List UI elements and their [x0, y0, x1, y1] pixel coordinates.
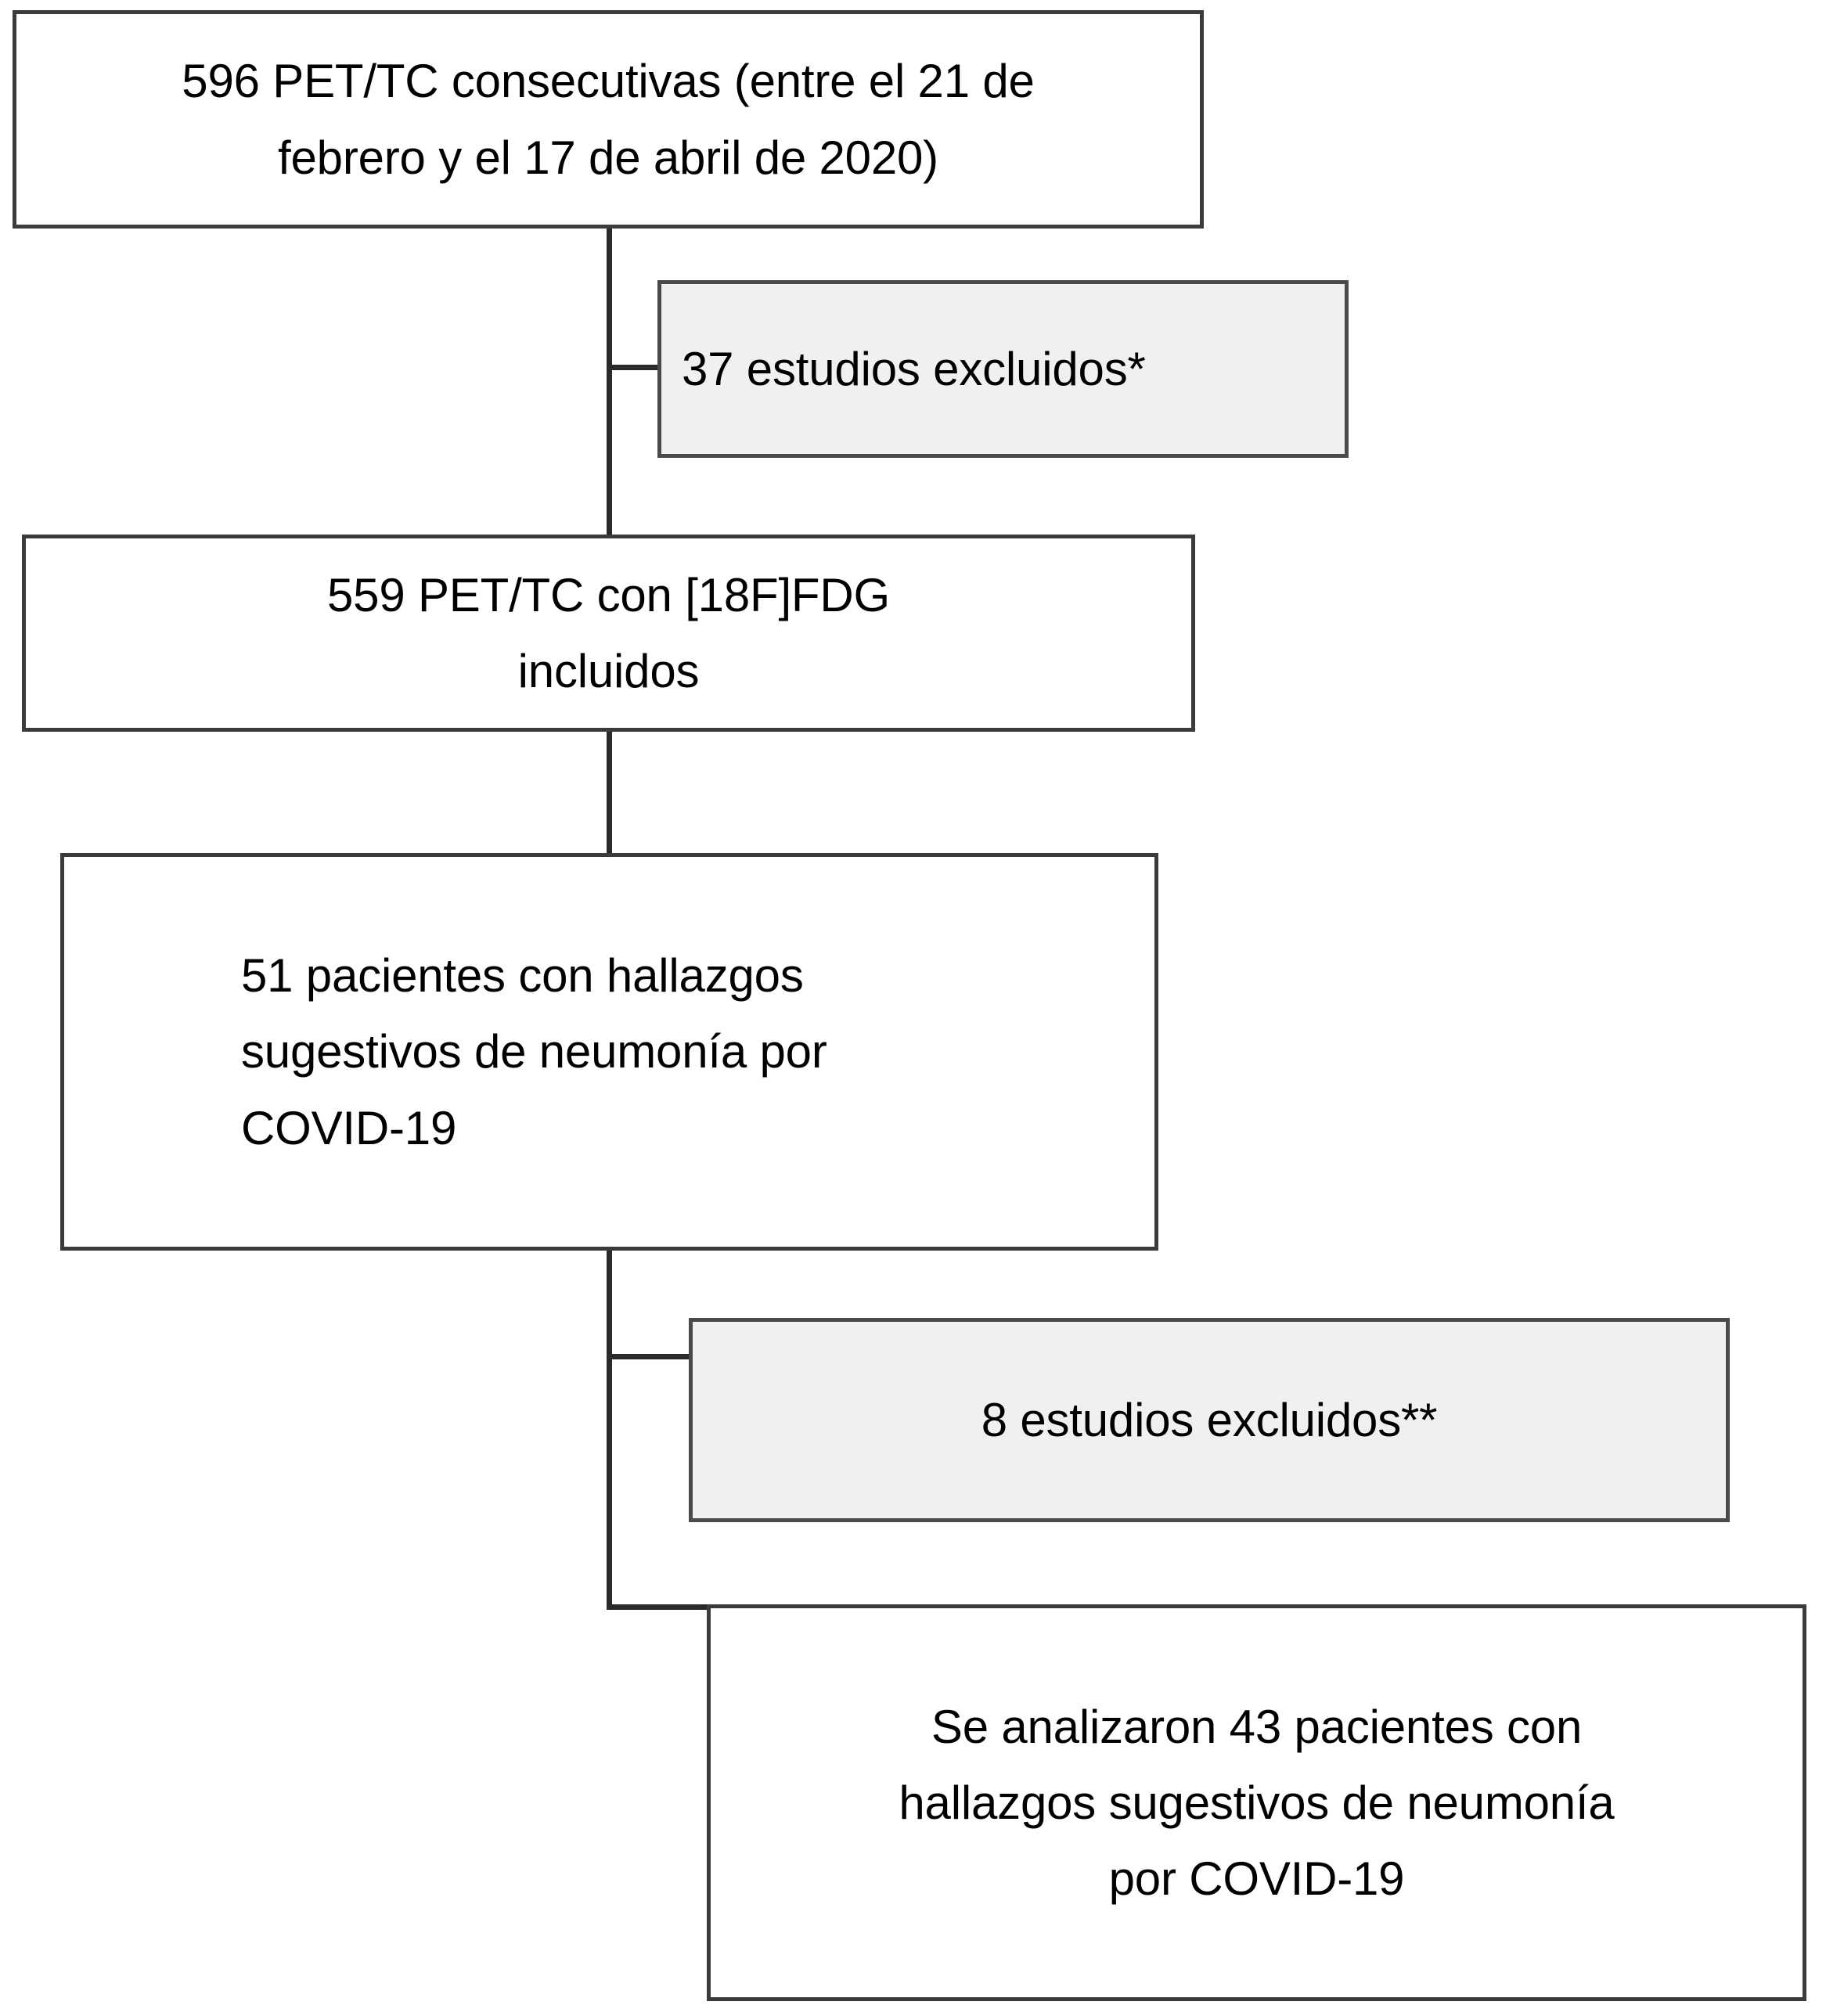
node-analyzed-patients: Se analizaron 43 pacientes con hallazgos… — [707, 1604, 1806, 2001]
connector-total-to-included — [607, 229, 612, 540]
node-total-scans-label: 596 PET/TC consecutivas (entre el 21 de … — [182, 55, 1035, 184]
node-total-scans: 596 PET/TC consecutivas (entre el 21 de … — [13, 10, 1204, 229]
connector-branch-excluded-1 — [607, 365, 661, 370]
connector-included-to-findings — [607, 728, 612, 857]
node-excluded-1: 37 estudios excluidos* — [657, 280, 1349, 458]
node-suggestive-findings: 51 pacientes con hallazgos sugestivos de… — [60, 853, 1158, 1251]
node-excluded-2: 8 estudios excluidos** — [689, 1318, 1730, 1522]
node-included-scans: 559 PET/TC con [18F]FDG incluidos — [22, 535, 1195, 732]
node-suggestive-findings-label: 51 pacientes con hallazgos sugestivos de… — [241, 949, 827, 1154]
node-included-scans-label: 559 PET/TC con [18F]FDG incluidos — [327, 568, 890, 697]
node-excluded-2-label: 8 estudios excluidos** — [981, 1393, 1438, 1446]
node-analyzed-patients-label: Se analizaron 43 pacientes con hallazgos… — [899, 1700, 1615, 1906]
connector-findings-trunk — [607, 1247, 612, 1610]
node-excluded-1-label: 37 estudios excluidos* — [682, 342, 1146, 395]
connector-branch-excluded-2 — [607, 1354, 693, 1359]
connector-branch-analyzed — [607, 1604, 711, 1610]
